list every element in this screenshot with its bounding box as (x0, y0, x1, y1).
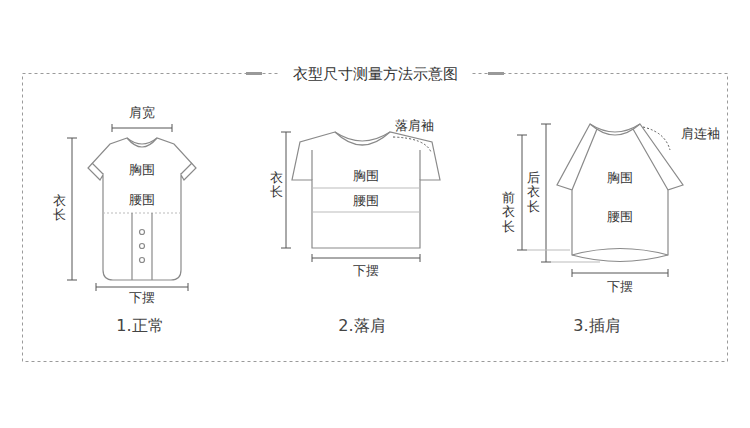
dashed-frame (23, 74, 728, 362)
measurement-label: 前衣长 (502, 191, 515, 234)
measurement-label: 后衣长 (527, 171, 540, 214)
measurement-label: 腰围 (353, 193, 379, 209)
shirt-normal (88, 138, 196, 280)
shirt-drop-shoulder (292, 132, 440, 248)
dimension-lines-drop (281, 132, 431, 262)
measurement-label: 胸围 (607, 170, 633, 186)
measurement-label: 下摆 (607, 279, 633, 295)
diagram-title: 衣型尺寸测量方法示意图 (279, 65, 472, 84)
figure-caption: 2.落肩 (338, 316, 385, 335)
dimension-lines-raglan (517, 124, 670, 277)
measurement-label: 腰围 (129, 192, 155, 208)
measurement-label: 下摆 (353, 263, 379, 279)
figure-caption: 3.插肩 (573, 316, 620, 335)
measurement-label: 衣长 (270, 171, 283, 200)
measurement-label: 胸围 (353, 168, 379, 184)
figure-caption: 1.正常 (116, 316, 163, 335)
measurement-label: 衣长 (53, 194, 66, 223)
shirt-raglan (557, 124, 683, 262)
measurement-label: 肩连袖 (681, 126, 720, 142)
measurement-label: 下摆 (129, 290, 155, 306)
measurement-label: 胸围 (129, 162, 155, 178)
dimension-lines-normal (67, 124, 188, 291)
measurement-label: 落肩袖 (395, 118, 434, 134)
measurement-label: 肩宽 (129, 105, 155, 121)
measurement-label: 腰围 (607, 209, 633, 225)
